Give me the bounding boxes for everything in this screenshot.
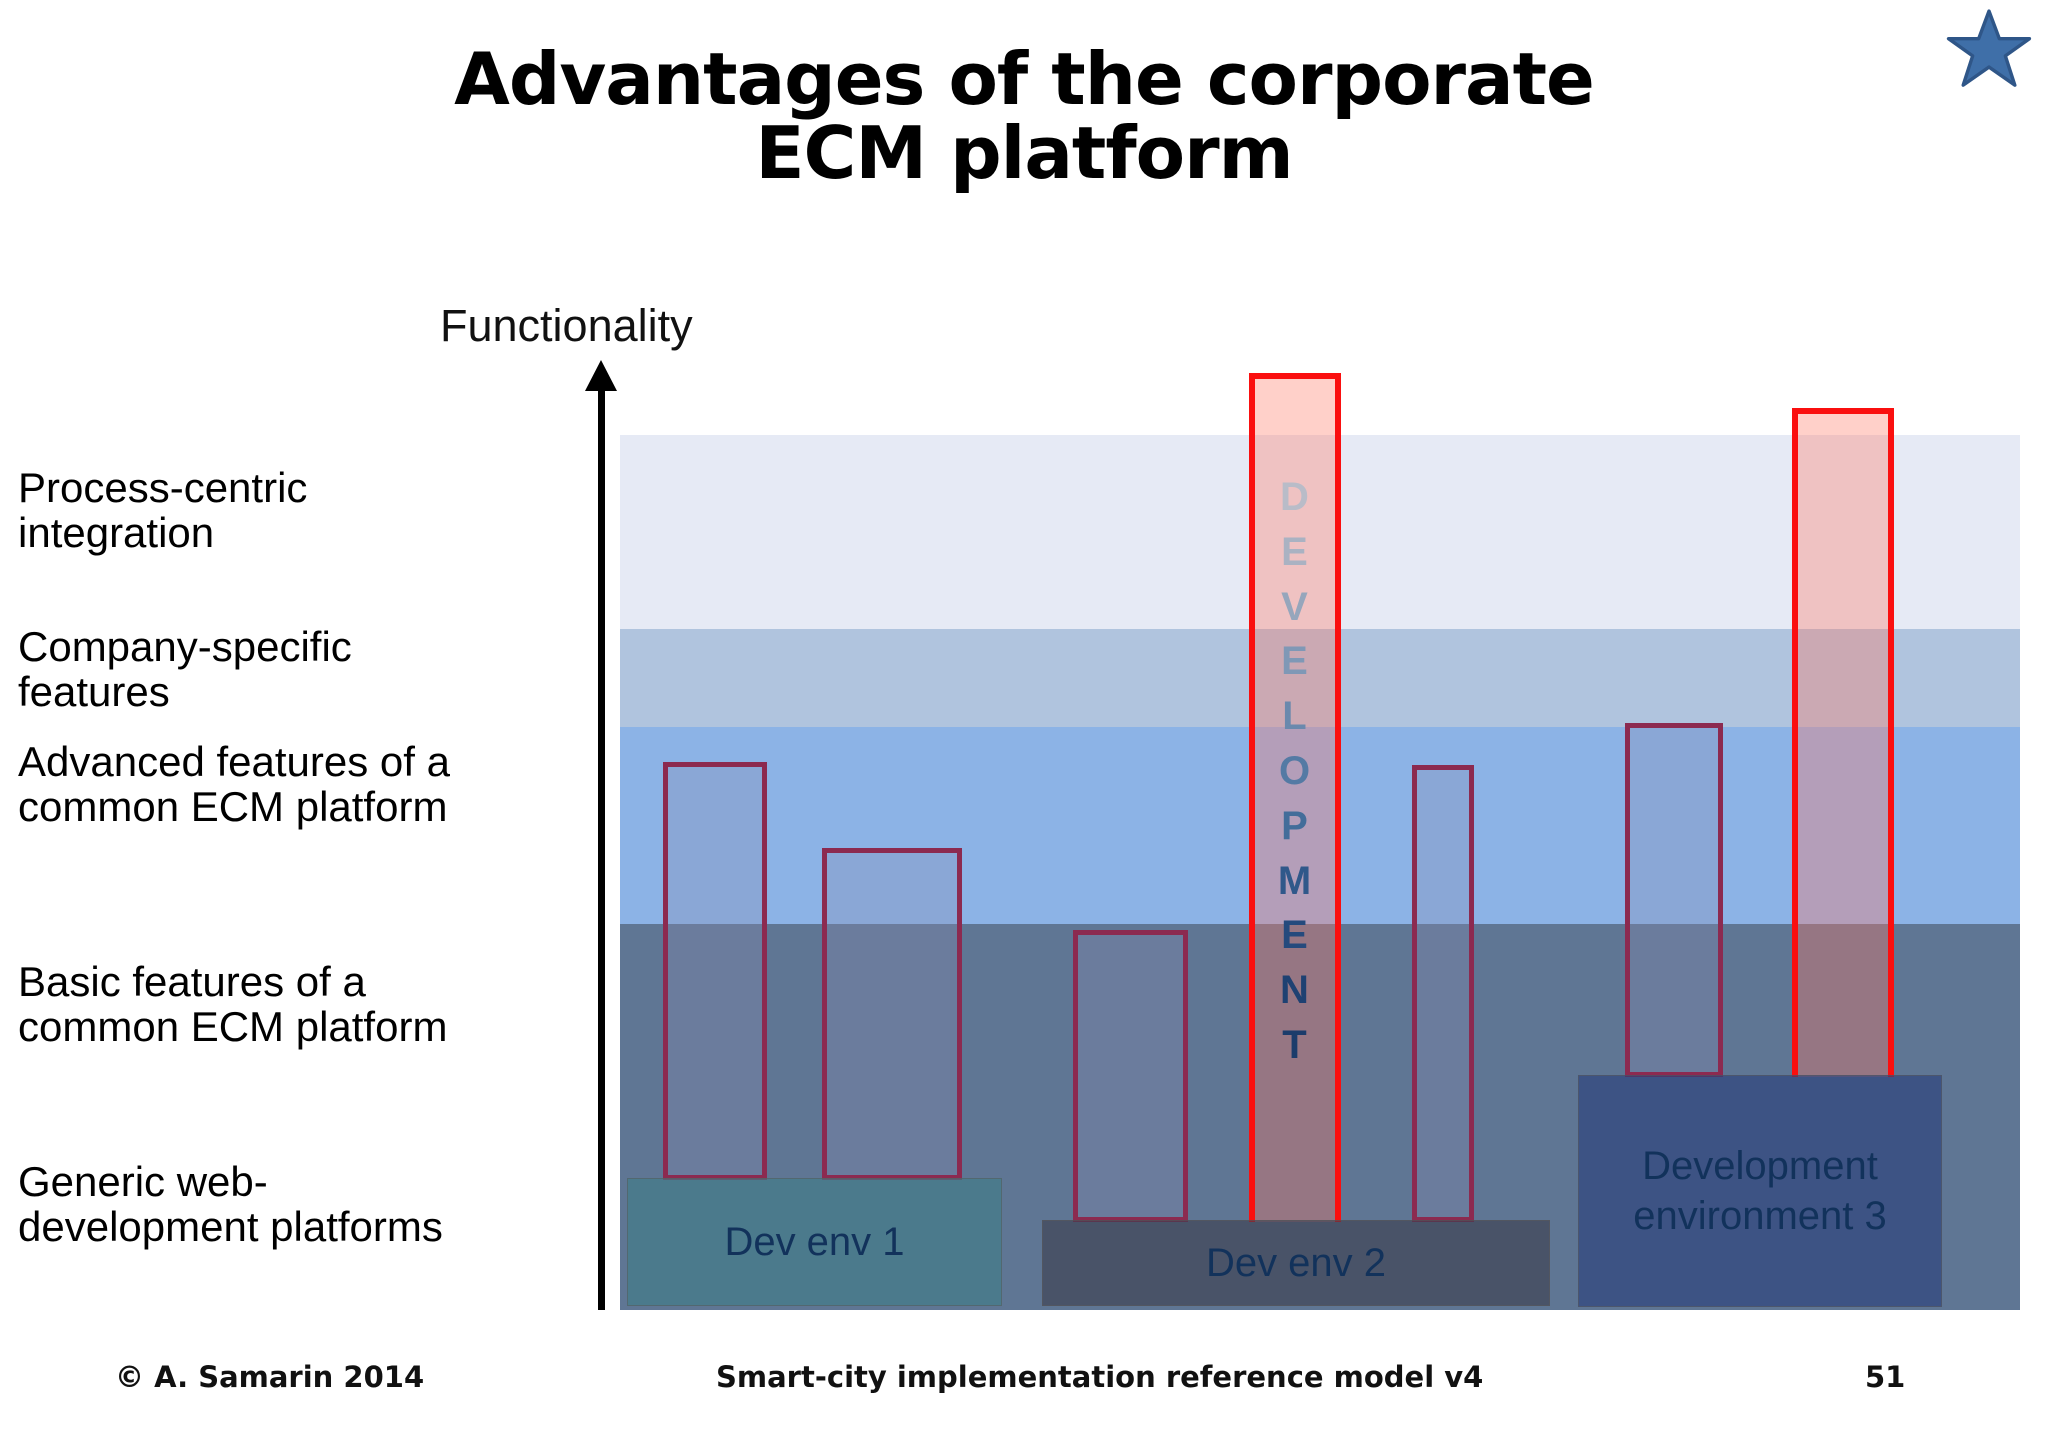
env-box-development-environment-3: Development environment 3 <box>1578 1075 1942 1307</box>
bar-dev1-a <box>663 762 767 1180</box>
band-process-centric <box>620 435 2020 629</box>
page-title: Advantages of the corporate ECM platform <box>454 37 1595 196</box>
bar-dev3-development <box>1792 408 1894 1077</box>
y-axis-label: Functionality <box>440 300 693 351</box>
footer-document-title: Smart-city implementation reference mode… <box>716 1360 1484 1394</box>
bar-dev2-development <box>1249 373 1341 1222</box>
bar-dev3-a <box>1625 723 1723 1077</box>
band-advanced-features <box>620 727 2020 924</box>
label-process-centric: Process-centric integration <box>18 464 308 556</box>
bar-dev2-a <box>1073 930 1188 1222</box>
bar-dev1-b <box>822 848 962 1180</box>
label-company-specific: Company-specific features <box>18 623 352 715</box>
env-box-dev-env-2: Dev env 2 <box>1042 1220 1550 1306</box>
blue-star-icon <box>1946 9 2032 87</box>
label-basic-features: Basic features of a common ECM platform <box>18 958 448 1050</box>
footer-page-number: 51 <box>1865 1360 1906 1394</box>
bar-dev2-c <box>1412 765 1474 1222</box>
y-axis-arrow-icon <box>585 360 617 391</box>
label-advanced-features: Advanced features of a common ECM platfo… <box>18 738 450 830</box>
label-generic-web: Generic web- development platforms <box>18 1158 443 1250</box>
y-axis-line <box>598 370 605 1310</box>
footer-copyright: © A. Samarin 2014 <box>115 1360 425 1394</box>
band-company-specific <box>620 629 2020 727</box>
env-box-dev-env-1: Dev env 1 <box>627 1178 1002 1306</box>
